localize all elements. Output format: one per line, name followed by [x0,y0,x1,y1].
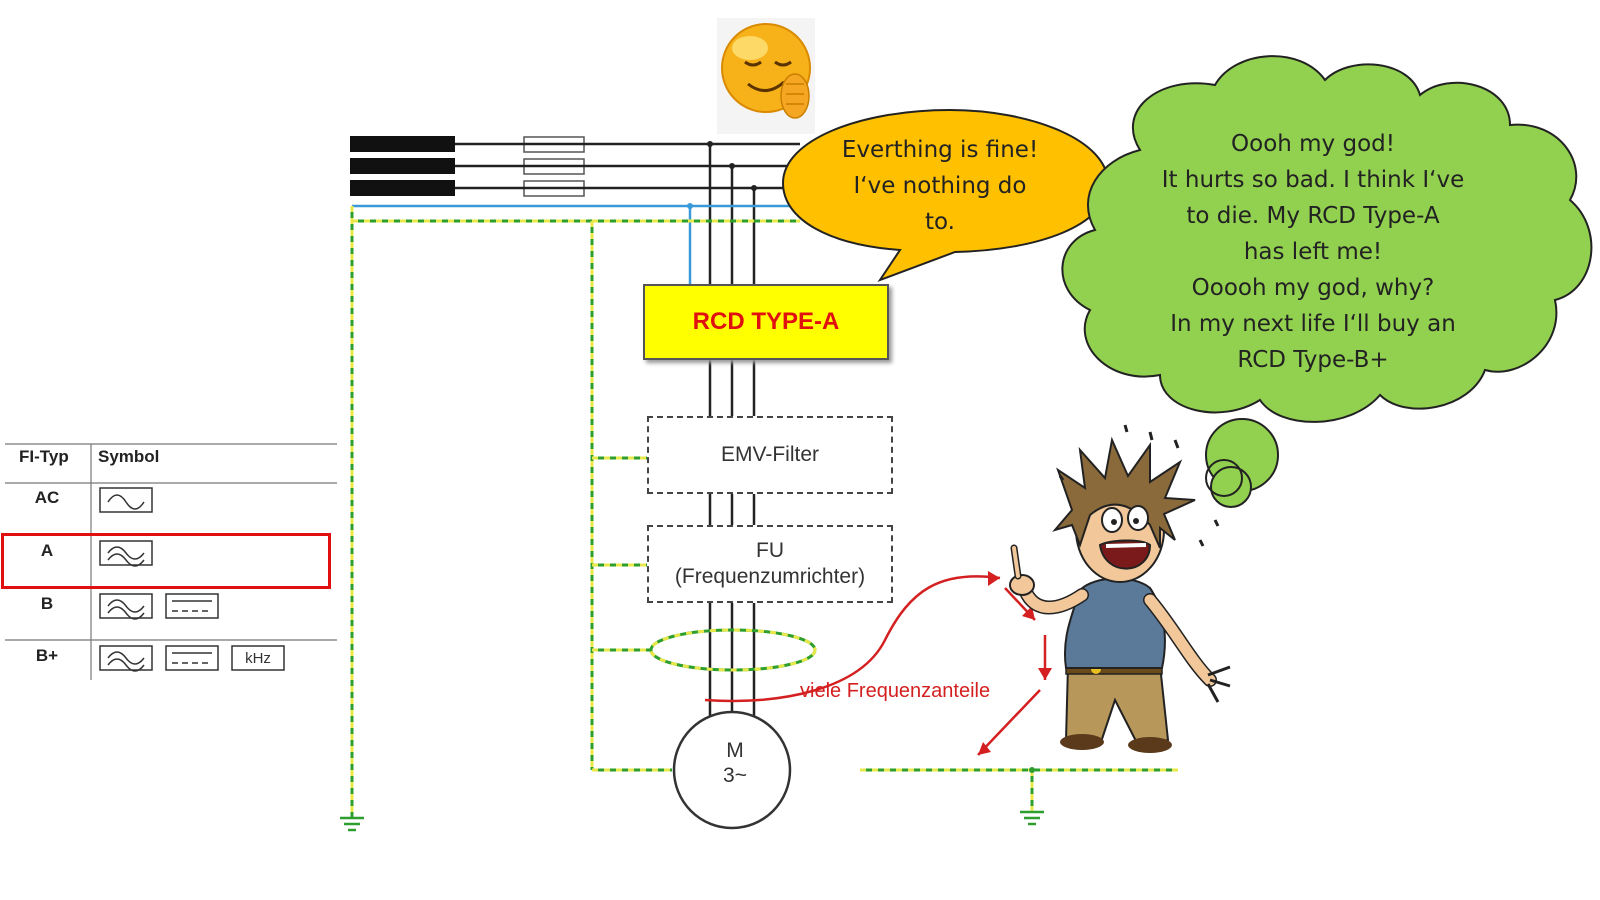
cloud-line: to die. My RCD Type-A [1186,203,1440,229]
speech-line: to. [925,209,955,235]
speech-bubble-text: Everthing is fine! I‘ve nothing do to. [810,132,1070,240]
earth-lines [350,206,1178,818]
current-transformer [649,628,817,672]
fu-sublabel: (Frequenzumrichter) [674,565,866,588]
junction-dots [707,141,757,191]
symbol-bplus-pulsating [99,645,153,672]
ground-symbol-right [1020,810,1044,826]
frequency-components-label: viele Frequenzanteile [800,680,991,702]
cloud-line: Ooooh my god, why? [1191,275,1435,301]
speech-bubble [781,108,1110,283]
symbol-ac [99,487,153,513]
symbol-bplus-khz-box [231,645,285,671]
symbol-a-pulsating [99,540,153,567]
fi-table-grid [5,443,337,680]
cloud-line: RCD Type-B+ [1237,347,1389,373]
motor-label: M 3~ [700,738,770,788]
symbol-khz-label: kHz [245,650,271,667]
fi-type-ac: AC [34,488,60,507]
fi-type-b: B [40,594,54,613]
motor-circle [672,710,792,830]
motor-label-phase: 3~ [723,764,747,788]
thought-cloud-text: Oooh my god! It hurts so bad. I think I‘… [1128,126,1498,378]
symbol-header: Symbol [98,447,160,466]
frequency-converter-box: FU (Frequenzumrichter) [647,525,893,603]
cloud-line: It hurts so bad. I think I‘ve [1161,167,1465,193]
rcd-label: RCD TYPE-A [692,308,840,335]
speech-line: Everthing is fine! [841,137,1039,163]
fi-type-a: A [40,541,54,560]
ground-symbol-left [340,816,364,832]
symbol-b-pulsating [99,593,153,620]
fu-label: FU [756,538,784,562]
emv-filter-box: EMV-Filter [647,416,893,494]
neutral-line [352,204,800,284]
fi-type-header: FI-Typ [19,447,69,466]
fi-type-bplus: B+ [35,646,59,665]
thought-cloud [1061,55,1593,508]
symbol-b-smooth-dc [165,593,219,619]
supply-busbars [350,136,455,196]
symbol-bplus-smooth-dc [165,645,219,671]
shocked-man-cartoon [1009,424,1231,753]
motor-label-m: M [726,739,744,762]
cloud-line: In my next life I‘ll buy an [1170,311,1456,337]
type-a-highlight-box [1,533,331,589]
rcd-type-a-box: RCD TYPE-A [643,284,889,360]
relieved-smiley-icon [717,18,815,134]
cloud-line: Oooh my god! [1231,131,1395,157]
emv-filter-label: EMV-Filter [720,443,819,466]
cloud-line: has left me! [1243,239,1383,265]
speech-line: I‘ve nothing do [853,173,1027,199]
